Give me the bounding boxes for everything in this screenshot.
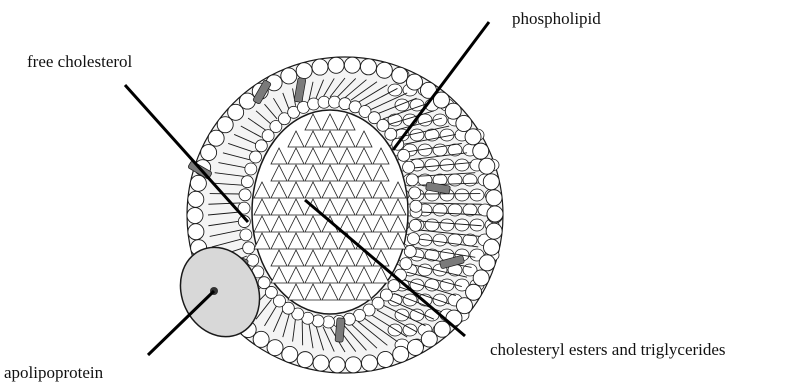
phospholipid-head xyxy=(425,219,439,231)
phospholipid-head xyxy=(407,233,419,245)
phospholipid-head xyxy=(377,351,393,367)
phospholipid-head xyxy=(406,74,422,90)
phospholipid-head xyxy=(404,245,416,257)
phospholipid-head xyxy=(267,340,283,356)
phospholipid-head xyxy=(466,284,482,300)
phospholipid-head xyxy=(410,129,424,141)
phospholipid-label: phospholipid xyxy=(512,10,601,27)
phospholipid-head xyxy=(487,206,503,222)
free-cholesterol-label: free cholesterol xyxy=(27,53,132,70)
phospholipid-head xyxy=(455,189,469,201)
phospholipid-head xyxy=(361,355,377,371)
phospholipid-head xyxy=(465,129,481,145)
phospholipid-head xyxy=(344,57,360,73)
phospholipid-head xyxy=(329,96,341,108)
phospholipid-head xyxy=(486,190,502,206)
phospholipid-head xyxy=(403,161,415,173)
phospholipid-head xyxy=(281,68,297,84)
apolipoprotein-label: apolipoprotein xyxy=(4,364,103,381)
phospholipid-head xyxy=(360,59,376,75)
phospholipid-head xyxy=(255,140,267,152)
phospholipid-head xyxy=(208,130,224,146)
phospholipid-head xyxy=(433,294,447,306)
phospholipid-head xyxy=(296,63,312,79)
phospholipid-head xyxy=(486,223,502,239)
phospholipid-head xyxy=(376,62,392,78)
phospholipid-head xyxy=(329,357,345,373)
core-label: cholesteryl esters and triglycerides xyxy=(490,341,726,358)
phospholipid-head xyxy=(250,151,262,163)
phospholipid-head xyxy=(463,174,477,186)
phospholipid-head xyxy=(395,99,409,111)
phospholipid-head xyxy=(406,174,418,186)
phospholipid-head xyxy=(433,234,447,246)
phospholipid-head xyxy=(483,174,499,190)
phospholipid-head xyxy=(385,128,397,140)
phospholipid-head xyxy=(345,357,361,373)
phospholipid-head xyxy=(247,254,259,266)
phospholipid-head xyxy=(409,187,421,199)
phospholipid-head xyxy=(240,229,252,241)
phospholipid-head xyxy=(440,219,454,231)
phospholipid-head xyxy=(410,200,422,212)
phospholipid-head xyxy=(243,242,255,254)
phospholipid-head xyxy=(241,176,253,188)
phospholipid-head xyxy=(187,208,203,224)
phospholipid-head xyxy=(407,339,423,355)
phospholipid-head xyxy=(239,189,251,201)
phospholipid-head xyxy=(479,255,495,271)
phospholipid-head xyxy=(409,219,421,231)
phospholipid-head xyxy=(440,279,454,291)
phospholipid-head xyxy=(398,149,410,161)
phospholipid-head xyxy=(393,346,409,362)
phospholipid-head xyxy=(479,158,495,174)
free-cholesterol-molecule xyxy=(335,318,345,343)
phospholipid-head xyxy=(328,57,344,73)
phospholipid-head xyxy=(297,352,313,368)
phospholipid-head xyxy=(484,239,500,255)
phospholipid-head xyxy=(282,346,298,362)
phospholipid-head xyxy=(418,264,432,276)
phospholipid-head xyxy=(201,145,217,161)
phospholipid-head xyxy=(456,115,472,131)
phospholipid-head xyxy=(425,159,439,171)
phospholipid-head xyxy=(433,204,447,216)
phospholipid-head xyxy=(188,191,204,207)
phospholipid-head xyxy=(188,224,204,240)
phospholipid-head xyxy=(470,189,484,201)
phospholipid-head xyxy=(308,98,320,110)
phospholipid-head xyxy=(400,258,412,270)
phospholipid-head xyxy=(425,279,439,291)
phospholipid-head xyxy=(312,59,328,75)
phospholipid-head xyxy=(392,67,408,83)
phospholipid-head xyxy=(343,313,355,325)
phospholipid-head xyxy=(421,331,437,347)
phospholipid-head xyxy=(473,143,489,159)
phospholipid-head xyxy=(190,175,206,191)
phospholipid-head xyxy=(473,270,489,286)
phospholipid-head xyxy=(313,355,329,371)
phospholipid-head xyxy=(455,159,469,171)
phospholipid-head xyxy=(395,309,409,321)
phospholipid-head xyxy=(245,163,257,175)
phospholipid-head xyxy=(258,277,270,289)
